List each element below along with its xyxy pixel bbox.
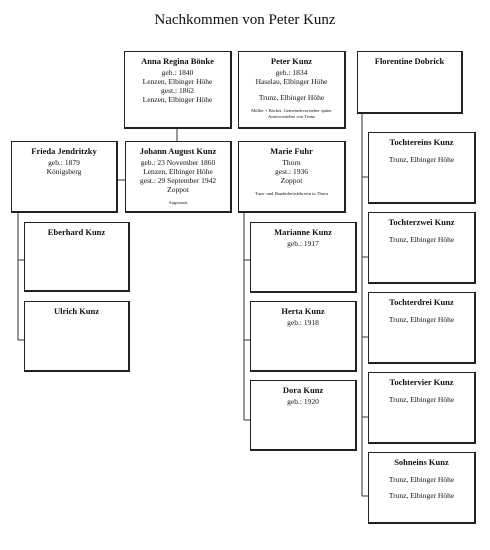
person-name: Anna Regina Bönke	[141, 56, 214, 66]
person-box-anna-regina-boenke[interactable]: Anna Regina Bönke geb.: 1840 Lenzen, Elb…	[124, 51, 232, 129]
person-detail: Trunz, Elbinger Höhe	[388, 235, 455, 244]
person-note: Augenarzt	[168, 200, 188, 205]
person-name: Eberhard Kunz	[47, 227, 106, 237]
person-name: Ulrich Kunz	[53, 306, 100, 316]
person-detail: Trunz, Elbinger Höhe	[388, 315, 455, 324]
person-box-johann-august-kunz[interactable]: Johann August Kunz geb.: 23 November 186…	[125, 141, 232, 213]
person-detail: Trunz, Elbinger Höhe	[388, 491, 455, 500]
person-detail: Königsberg	[46, 167, 82, 176]
person-name: Frieda Jendritzky	[31, 146, 97, 156]
person-name: Peter Kunz	[270, 56, 313, 66]
person-name: Tochterdrei Kunz	[389, 297, 454, 307]
person-name: Dora Kunz	[282, 385, 324, 395]
person-detail: Trunz, Elbinger Höhe	[388, 395, 455, 404]
person-detail: geb.: 1879	[48, 158, 80, 167]
person-detail: Trunz, Elbinger Höhe	[258, 93, 325, 102]
person-box-ulrich-kunz[interactable]: Ulrich Kunz	[24, 301, 130, 372]
person-box-eberhard-kunz[interactable]: Eberhard Kunz	[24, 222, 130, 292]
person-name: Marianne Kunz	[274, 227, 332, 237]
person-detail: Haselau, Elbinger Höhe	[255, 77, 328, 86]
person-name: Tochtervier Kunz	[389, 377, 454, 387]
person-detail: gest.: 1862	[161, 86, 194, 95]
person-note: Müller + Bäcker, Gemeindevorsteher späte…	[251, 108, 332, 119]
person-detail: geb.: 1917	[287, 239, 319, 248]
person-box-herta-kunz[interactable]: Herta Kunz geb.: 1918	[250, 301, 357, 372]
person-box-marianne-kunz[interactable]: Marianne Kunz geb.: 1917	[250, 222, 357, 293]
person-name: Sohneins Kunz	[394, 457, 449, 467]
person-name: Marie Fuhr	[270, 146, 313, 156]
person-box-tochterzwei-kunz[interactable]: Tochterzwei Kunz Trunz, Elbinger Höhe	[368, 212, 476, 284]
person-detail: Zoppot	[280, 176, 303, 185]
person-box-tochtereins-kunz[interactable]: Tochtereins Kunz Trunz, Elbinger Höhe	[368, 132, 476, 204]
person-detail: Thorn	[282, 158, 301, 167]
person-name: Florentine Dobrick	[374, 56, 445, 66]
person-detail: Lenzen, Elbinger Höhe	[143, 167, 213, 176]
person-name: Tochterzwei Kunz	[388, 217, 455, 227]
person-box-tochterdrei-kunz[interactable]: Tochterdrei Kunz Trunz, Elbinger Höhe	[368, 292, 476, 364]
person-box-tochtervier-kunz[interactable]: Tochtervier Kunz Trunz, Elbinger Höhe	[368, 372, 476, 444]
person-detail: Trunz, Elbinger Höhe	[388, 155, 455, 164]
person-box-sohneins-kunz[interactable]: Sohneins Kunz Trunz, Elbinger Höhe Trunz…	[368, 452, 476, 524]
person-box-florentine-dobrick[interactable]: Florentine Dobrick	[357, 51, 463, 114]
person-name: Tochtereins Kunz	[389, 137, 454, 147]
person-detail: Zoppot	[167, 185, 189, 194]
person-detail: Trunz, Elbinger Höhe	[388, 475, 455, 484]
person-detail: geb.: 1840	[161, 68, 194, 77]
chart-title: Nachkommen von Peter Kunz	[154, 12, 336, 28]
person-box-frieda-jendritzky[interactable]: Frieda Jendritzky geb.: 1879 Königsberg	[11, 141, 118, 213]
person-detail: geb.: 1918	[287, 318, 319, 327]
person-box-marie-fuhr[interactable]: Marie Fuhr Thorn gest.: 1936 Zoppot Turn…	[238, 141, 346, 213]
person-note: Turn- und Handarbeitslehrerin in Thorn	[255, 191, 328, 196]
person-detail: geb.: 1834	[275, 68, 308, 77]
person-box-dora-kunz[interactable]: Dora Kunz geb.: 1920	[250, 380, 357, 451]
person-detail: Lenzen, Elbinger Höhe	[142, 95, 213, 104]
person-detail: Lenzen, Elbinger Höhe	[142, 77, 213, 86]
person-box-peter-kunz[interactable]: Peter Kunz geb.: 1834 Haselau, Elbinger …	[238, 51, 346, 129]
person-detail: gest.: 29 September 1942	[139, 176, 217, 185]
person-detail: gest.: 1936	[275, 167, 308, 176]
person-name: Herta Kunz	[281, 306, 325, 316]
person-name: Johann August Kunz	[139, 146, 217, 156]
person-detail: geb.: 23 November 1860	[140, 158, 216, 167]
person-detail: geb.: 1920	[287, 397, 319, 406]
